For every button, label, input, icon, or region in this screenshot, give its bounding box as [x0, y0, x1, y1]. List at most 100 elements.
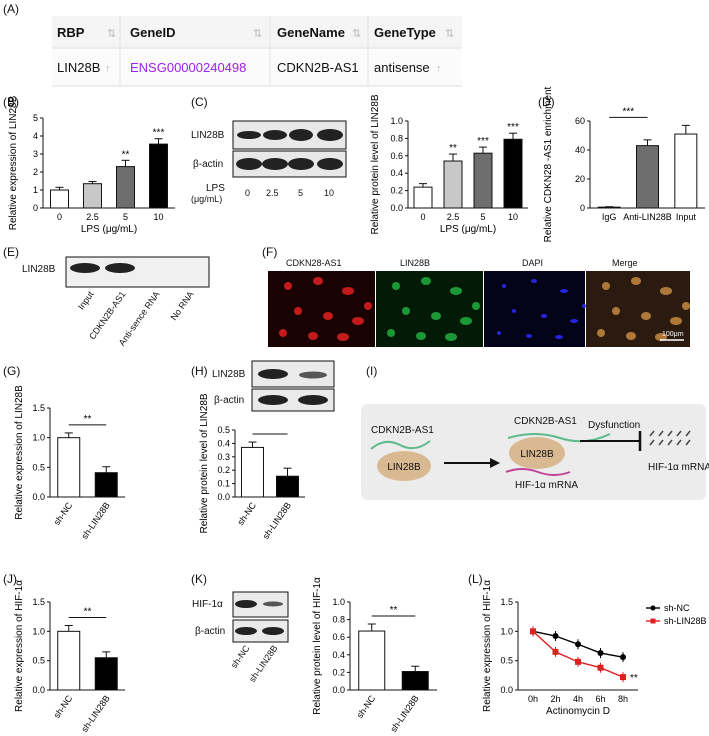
- scale-bar-label: 100μm: [662, 331, 684, 338]
- table-cell-rbp: LIN28B: [57, 60, 100, 75]
- bar: [116, 166, 135, 209]
- significance-label: ***: [477, 136, 489, 147]
- y-tick-label: 1.0: [32, 626, 45, 636]
- x-tick-label: sh-NC: [355, 693, 378, 720]
- x-tick-label: sh-LIN28B: [261, 500, 294, 541]
- cell-blob: [602, 282, 610, 290]
- sort-arrow-icon: ↑: [105, 63, 111, 75]
- panel-label-j: (J): [3, 572, 17, 586]
- x-tick-label: 5: [480, 212, 485, 222]
- panel-label-k: (K): [191, 572, 207, 586]
- y-tick-label: 0.2: [217, 465, 230, 475]
- blot-c: LIN28B β-actin LPS (μg/mL) 0 2.5 5 10: [191, 120, 347, 204]
- cell-blob: [421, 277, 431, 285]
- x-tick-label: 2.5: [86, 212, 99, 222]
- cell-blob: [497, 331, 501, 335]
- bar: [57, 630, 81, 691]
- schematic-dysfunction: Dysfunction: [588, 420, 640, 431]
- cell-blob: [582, 304, 586, 308]
- sort-icon[interactable]: ⇅: [445, 28, 454, 40]
- x-tick-label: IgG: [602, 212, 617, 222]
- blot-label-lin28b: LIN28B: [212, 369, 246, 380]
- rbp-table: RBP GeneID GeneName GeneType ⇅ ⇅ ⇅ ⇅ LIN…: [52, 16, 462, 87]
- y-tick-label: 0.3: [217, 452, 230, 462]
- y-axis-label: Relative CDKN28 -AS1 enrichment: [543, 86, 554, 242]
- table-cell-geneid-link[interactable]: ENSG00000240498: [130, 60, 246, 75]
- panel-label-i: (I): [366, 364, 377, 378]
- cell-blob: [387, 329, 395, 337]
- data-point: [575, 641, 581, 648]
- y-tick-label: 0.0: [217, 492, 230, 502]
- schematic-lnc: CDKN2B-AS1: [514, 416, 577, 427]
- x-tick-label: 6h: [595, 694, 605, 704]
- x-tick-label: Anti-LIN28B: [623, 212, 672, 222]
- sort-icon[interactable]: ⇅: [253, 28, 262, 40]
- cell-blob: [364, 302, 372, 310]
- table-cell-genename: CDKN2B-AS1: [277, 60, 359, 75]
- y-tick-label: 60: [575, 116, 585, 126]
- mechanism-schematic: LIN28B CDKN2B-AS1 LIN28B CDKN2B-AS1 HIF-…: [361, 404, 709, 500]
- y-tick-label: 1.0: [32, 433, 45, 443]
- panel-label-d: (D): [538, 95, 555, 109]
- x-tick-label: 0: [57, 212, 62, 222]
- mrna-fragment: [658, 439, 664, 446]
- cell-blob: [352, 317, 364, 325]
- blot-lps-label: LPS: [206, 183, 225, 194]
- y-tick-label: 0.4: [390, 168, 403, 178]
- micrograph-title: CDKN28-AS1: [286, 258, 342, 268]
- cell-blob: [670, 317, 682, 325]
- cell-blob: [641, 312, 651, 320]
- blot-h: LIN28B β-actin: [212, 360, 335, 412]
- sort-icon[interactable]: ⇅: [107, 28, 116, 40]
- legend-label: sh-NC: [664, 603, 690, 613]
- cell-blob: [392, 282, 400, 290]
- cell-blob: [342, 287, 354, 295]
- mrna-fragment: [676, 430, 682, 437]
- y-tick-label: 0.0: [32, 492, 45, 502]
- mrna-fragment: [685, 439, 691, 446]
- cell-blob: [308, 332, 318, 340]
- blot-e: LIN28B Input CDKN2B-AS1 Anti-sence RNA N…: [22, 256, 210, 348]
- bar: [94, 472, 118, 498]
- blot-dose: 5: [298, 188, 303, 198]
- significance-label: ***: [153, 128, 165, 139]
- x-tick-label: 2.5: [447, 212, 460, 222]
- schematic-lnc: CDKN2B-AS1: [371, 425, 434, 436]
- x-tick-label: sh-NC: [52, 500, 75, 527]
- bar: [83, 183, 102, 209]
- y-tick-label: 0: [33, 203, 38, 213]
- y-tick-label: 20: [575, 174, 585, 184]
- cell-blob: [526, 334, 532, 338]
- y-axis-label: Relative expression of LIN28B: [14, 385, 25, 520]
- data-point: [597, 664, 604, 671]
- sort-icon[interactable]: ⇅: [352, 28, 361, 40]
- mrna-fragment: [649, 430, 655, 437]
- y-tick-label: 0.5: [500, 656, 513, 666]
- bar: [443, 160, 463, 209]
- cell-blob: [460, 317, 472, 325]
- y-tick-label: 1.0: [332, 597, 345, 607]
- bar: [473, 152, 493, 209]
- bar: [149, 143, 168, 209]
- bar: [401, 671, 429, 691]
- table-header-genename: GeneName: [277, 25, 345, 40]
- data-point: [530, 628, 536, 635]
- y-axis-label: Relative protein level of LIN28B: [370, 94, 381, 234]
- y-tick-label: 1.5: [500, 597, 513, 607]
- y-tick-label: 0.5: [32, 462, 45, 472]
- cell-blob: [512, 309, 516, 313]
- data-point: [597, 650, 604, 657]
- x-tick-label: sh-NC: [235, 500, 258, 527]
- panel-label-l: (L): [468, 572, 483, 586]
- y-tick-label: 0.4: [332, 650, 345, 660]
- x-tick-label: 0h: [528, 694, 538, 704]
- y-tick-label: 0.2: [332, 667, 345, 677]
- y-tick-label: 1.5: [32, 597, 45, 607]
- lane-label: sh-LIN28B: [247, 643, 280, 684]
- data-point: [552, 648, 559, 655]
- bar: [358, 630, 386, 691]
